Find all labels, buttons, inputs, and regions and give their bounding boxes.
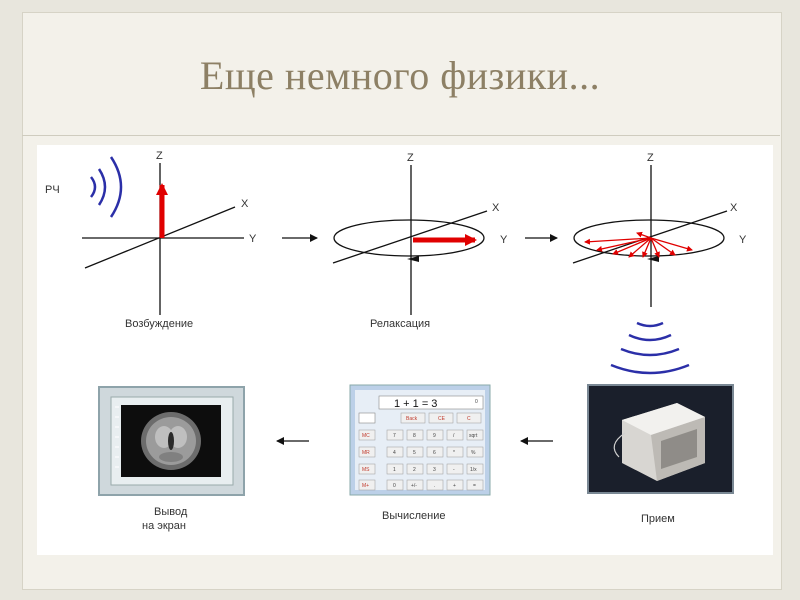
calculator-display-small: 0 (475, 399, 478, 405)
calc-key: 6 (433, 450, 436, 456)
calc-key: 1 (393, 467, 396, 473)
dephasing-axes (572, 165, 728, 307)
rf-waves-icon (89, 156, 123, 218)
calc-key: 2 (413, 467, 416, 473)
output-label-line2: на экран (142, 520, 186, 532)
title-divider (22, 135, 780, 136)
relaxation-z-label: Z (407, 152, 414, 164)
relaxation-precession-arrow (407, 256, 419, 262)
relaxation-label: Релаксация (370, 318, 430, 330)
calc-key-mc: MC (362, 433, 370, 439)
calc-key: = (473, 483, 476, 489)
dephasing-y-label: Y (739, 234, 747, 246)
signal-waves-icon (610, 321, 690, 375)
calc-key-back: Back (406, 416, 418, 422)
calc-key: + (453, 483, 456, 489)
computation-label: Вычисление (382, 510, 446, 522)
calc-key: sqrt (469, 433, 478, 439)
calculator-image: 1 + 1 = 3 0 Back CE C MC MR MS M+ 7 8 9 … (349, 384, 491, 496)
relaxation-x-label: X (492, 202, 500, 214)
calc-key: % (471, 450, 476, 456)
calc-key: - (453, 467, 455, 473)
dephasing-z-label: Z (647, 152, 654, 164)
calc-key: * (453, 450, 455, 456)
calc-key: 5 (413, 450, 416, 456)
brain-scan-image (141, 412, 201, 470)
calc-key: 8 (413, 433, 416, 439)
calc-key: 0 (393, 483, 396, 489)
diagram-panel: РЧ Z X Y Возбуждение Z X Y Релаксация Z … (37, 145, 773, 555)
rf-label: РЧ (45, 184, 60, 196)
calc-key: +/- (411, 483, 417, 489)
calc-key: 3 (433, 467, 436, 473)
dephasing-vectors (584, 231, 693, 258)
calc-key: 9 (433, 433, 436, 439)
excitation-label: Возбуждение (125, 318, 193, 330)
calc-key: 1/x (470, 467, 477, 473)
slide-title: Еще немного физики... (199, 53, 601, 98)
mri-process-diagram: РЧ Z X Y Возбуждение Z X Y Релаксация Z … (45, 150, 747, 532)
relaxation-axes (332, 165, 488, 315)
calc-key-c: C (467, 416, 471, 422)
calculator-display: 1 + 1 = 3 (394, 398, 437, 410)
dephasing-x-label: X (730, 202, 738, 214)
calculator-keys (358, 412, 484, 491)
reception-label: Прием (641, 513, 675, 525)
excitation-z-label: Z (156, 150, 163, 162)
calc-key: . (434, 483, 435, 489)
output-screen (98, 386, 245, 496)
calc-key-ce: CE (438, 416, 446, 422)
calc-key: / (453, 433, 455, 439)
dephasing-precession-arrow (647, 256, 659, 262)
excitation-x-label: X (241, 198, 249, 210)
calc-key-ms: MS (362, 467, 370, 473)
relaxation-y-label: Y (500, 234, 508, 246)
excitation-y-label: Y (249, 233, 257, 245)
calc-key-mplus: M+ (362, 483, 369, 489)
calc-key: 7 (393, 433, 396, 439)
calc-key: 4 (393, 450, 396, 456)
calc-key-mr: MR (362, 450, 370, 456)
output-label-line1: Вывод (154, 506, 188, 518)
receiver-coil-image (587, 384, 734, 494)
